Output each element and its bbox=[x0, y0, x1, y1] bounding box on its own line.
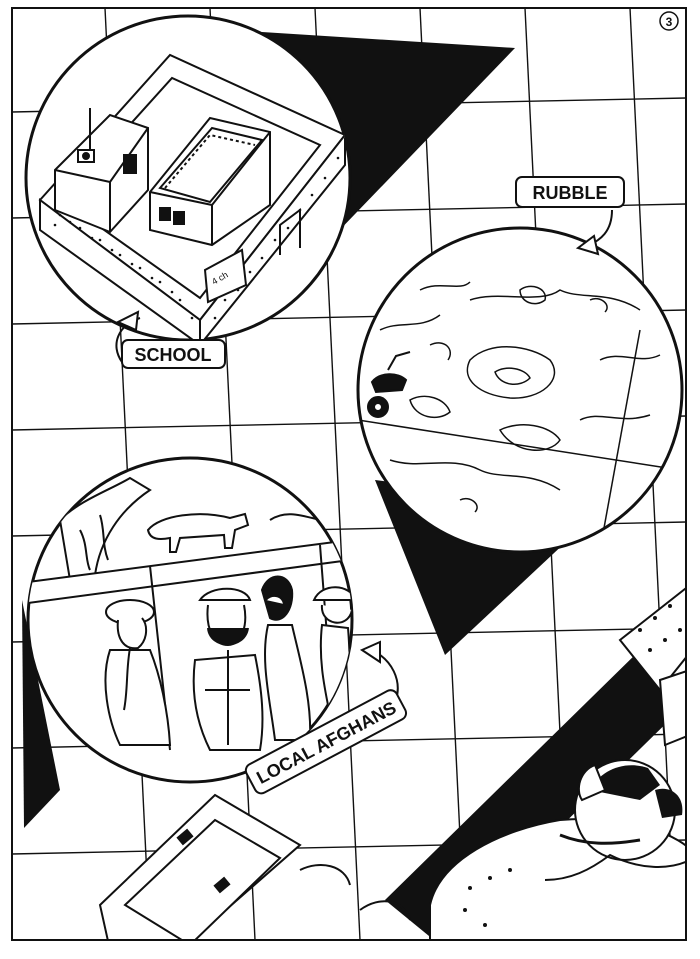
school-callout: SCHOOL bbox=[115, 310, 226, 369]
page-number-text: 3 bbox=[666, 15, 673, 29]
rubble-label: RUBBLE bbox=[533, 183, 608, 203]
wreck-icon bbox=[367, 351, 411, 418]
soldier-scene bbox=[98, 586, 686, 940]
school-panel: 4 ch bbox=[24, 14, 352, 342]
person-center bbox=[192, 587, 264, 751]
person-left bbox=[104, 599, 172, 746]
rubble-panel bbox=[356, 226, 684, 554]
page-frame bbox=[11, 7, 687, 941]
rubble-callout: RUBBLE bbox=[515, 176, 625, 256]
school-label: SCHOOL bbox=[134, 345, 211, 365]
person-right bbox=[260, 575, 312, 741]
page-number: 3 bbox=[659, 11, 679, 31]
